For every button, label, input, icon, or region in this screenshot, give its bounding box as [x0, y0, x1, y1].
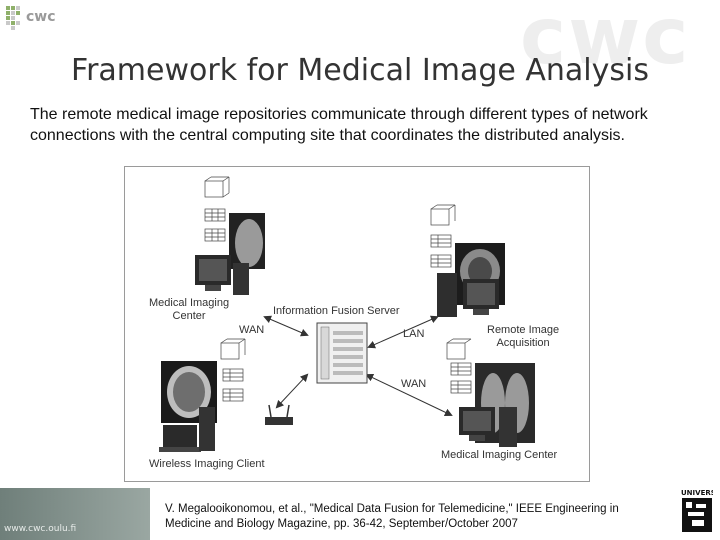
cwc-logo-text: cwc [26, 9, 56, 25]
university-logo-text: UNIVERSITY OF OULU [681, 489, 713, 497]
slide-description: The remote medical image repositories co… [30, 106, 648, 144]
wan-link-top-left [263, 315, 309, 337]
label-information-fusion-server: Information Fusion Server [273, 305, 400, 317]
mammogram-tissue [235, 219, 263, 267]
workstation-icon [459, 407, 517, 447]
lan-link [367, 315, 439, 349]
university-logo-icon [682, 498, 712, 532]
label-wan-left: WAN [239, 324, 265, 336]
wan-link-right [365, 373, 453, 417]
wireless-link [275, 373, 309, 409]
framework-figure: Medical Imaging Center Information Fusio… [124, 166, 590, 482]
label-lan: LAN [403, 328, 425, 340]
footer-bar [0, 488, 150, 540]
footer-url: www.cwc.oulu.fi [4, 524, 77, 534]
fusion-server-icon [316, 322, 368, 384]
label-wireless-imaging-client: Wireless Imaging Client [149, 458, 265, 470]
workstation-icon [195, 255, 249, 295]
image-stack-icon [430, 204, 456, 268]
label-remote-image-acquisition: Remote Image Acquisition [487, 324, 560, 349]
cwc-logo-icon [6, 6, 20, 30]
label-medical-imaging-center-top: Medical Imaging Center [149, 297, 230, 322]
label-wan-right: WAN [401, 378, 427, 390]
cwc-watermark: cwc [520, 0, 691, 82]
slide-title: Framework for Medical Image Analysis [71, 53, 649, 88]
wireless-router-icon [265, 404, 293, 425]
framework-diagram [159, 176, 535, 452]
image-stack-icon [204, 176, 230, 242]
image-stack-icon [446, 338, 472, 394]
laptop-icon [159, 407, 215, 452]
image-stack-icon [220, 338, 246, 402]
citation: V. Megalooikonomou, et al., "Medical Dat… [165, 503, 619, 530]
workstation-icon [437, 273, 499, 317]
label-medical-imaging-center-bottom: Medical Imaging Center [441, 449, 558, 461]
